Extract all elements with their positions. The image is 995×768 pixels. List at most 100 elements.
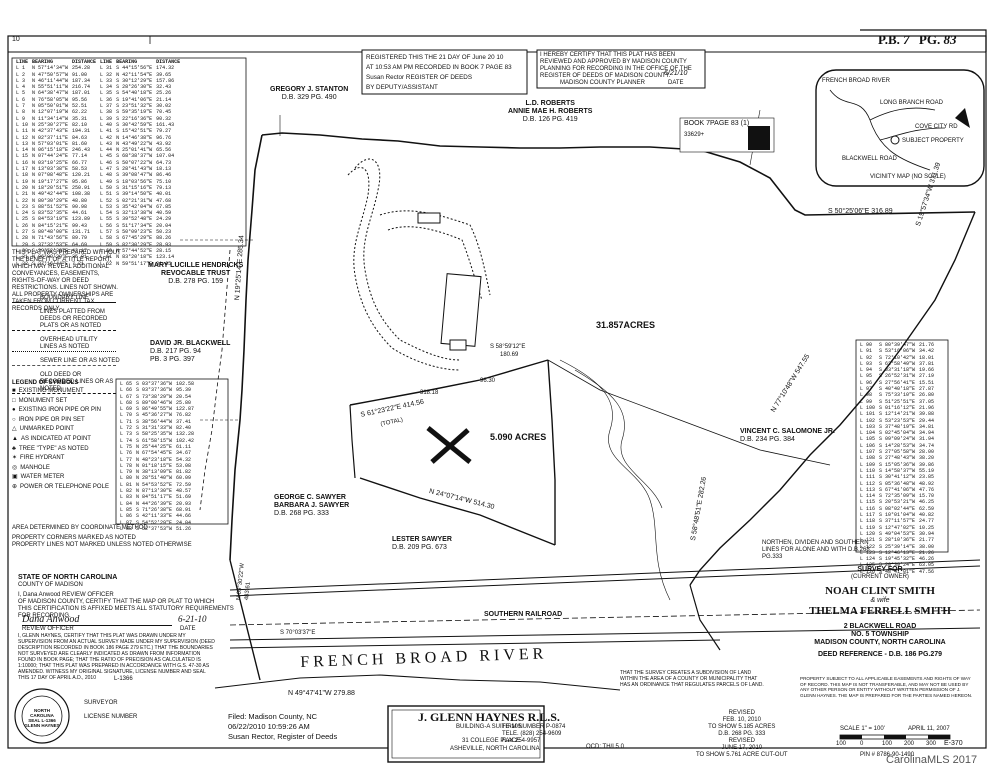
- line-table-left-cell: N 57°03'01"E: [32, 140, 69, 147]
- revision-1-label: REVISED: [728, 710, 755, 716]
- line-table-left-cell: 40.01: [156, 191, 172, 198]
- line-table-left-cell: L 22: [16, 197, 29, 204]
- line-table-left-cell: L 11: [16, 128, 29, 135]
- line-table-right-cell: L 96: [860, 379, 873, 386]
- line-table-left-cell: L 49: [100, 178, 113, 185]
- line-table-right-cell: 23.85: [919, 474, 935, 481]
- surveyor-label: SURVEYOR: [84, 700, 118, 706]
- line-table-right-cell: L 118: [860, 518, 876, 525]
- line-table-left-cell: N 83°20'18"E: [116, 254, 153, 261]
- symbol-legend-item: ▲AS INDICATED AT POINT: [12, 435, 109, 445]
- line-table-right-cell: 63.05: [919, 562, 935, 569]
- line-table-mid-cell: 54.32: [176, 456, 192, 463]
- symbol-label: EXISTING IRON PIPE OR PIN: [18, 407, 101, 414]
- line-table-mid-cell: 122.87: [176, 406, 195, 413]
- line-table-left-cell: L 3: [16, 77, 26, 84]
- line-table-left-cell: L 56: [100, 222, 113, 229]
- line-table-left-cell: 123.14: [156, 254, 175, 261]
- line-table-left-cell: L 33: [100, 77, 113, 84]
- line-table-right-cell: L 117: [860, 512, 876, 519]
- line-table-right-cell: 18.01: [919, 354, 935, 361]
- line-table-mid-cell: S 45°36'27"W: [136, 412, 173, 419]
- line-table-right-cell: 27.19: [919, 373, 935, 380]
- call-north-line: S 50°25'06"E 316.89: [828, 208, 893, 215]
- line-table-right-cell: L 116: [860, 505, 876, 512]
- line-table-left-cell: N 06°15'18"E: [32, 147, 69, 154]
- corners-note: PROPERTY CORNERS MARKED AS NOTED: [12, 535, 136, 541]
- line-table-mid-cell: L 80: [120, 475, 133, 482]
- line-table-mid-cell: 37.41: [176, 418, 192, 425]
- line-table-right-cell: S 72°35'09"W: [879, 493, 916, 500]
- line-table-right-cell: S 20°53'21"W: [879, 499, 916, 506]
- line-table-right-cell: 30.94: [919, 530, 935, 537]
- line-table-right-cell: S 10°01'04"W: [879, 512, 916, 519]
- line-table-mid-cell: N 44°26'39"E: [136, 500, 173, 507]
- line-table-left-cell: L 21: [16, 191, 29, 198]
- revision-2-label: REVISED: [728, 738, 755, 744]
- line-table-left-cell: N 18°20'51"E: [32, 184, 69, 191]
- register-line-3: Susan Rector REGISTER OF DEEDS: [366, 74, 473, 81]
- line-table-right-cell: S 37°11'57"E: [879, 518, 916, 525]
- line-table-mid-cell: 61.11: [176, 443, 192, 450]
- vicinity-label-subject: SUBJECT PROPERTY: [902, 138, 964, 144]
- license-number: L-1366: [114, 676, 133, 682]
- symbol-legend-title: LEGEND OF SYMBOLS: [12, 380, 79, 386]
- line-table-left-cell: N 12°07'19"W: [32, 109, 69, 116]
- line-table-right-cell: S 72°10'42"W: [879, 354, 916, 361]
- line-table-right-cell: L 110: [860, 467, 876, 474]
- line-table-left-cell: 75.10: [156, 178, 172, 185]
- firm-fax: FAX 254-9957: [502, 738, 541, 744]
- line-table-left-cell: L 46: [100, 159, 113, 166]
- cert-county: COUNTY OF MADISON: [18, 582, 83, 588]
- line-table-left-cell: N 57°14'34"W: [32, 65, 69, 72]
- line-table-left-header-cell: LINE: [100, 59, 113, 65]
- line-table-left-cell: 77.14: [72, 153, 88, 160]
- line-table-left-cell: N 46°11'44"W: [32, 77, 69, 84]
- symbol-legend-item: △UNMARKED POINT: [12, 425, 109, 435]
- line-table-right-cell: S 03°31'18"W: [879, 367, 916, 374]
- line-table-left-cell: 79.13: [156, 184, 172, 191]
- line-table-left-cell: S 35°42'04"W: [116, 203, 153, 210]
- property-note: PROPERTY SUBJECT TO ALL APPLICABLE EASEM…: [800, 676, 973, 698]
- line-table-left-cell: L 10: [16, 121, 29, 128]
- call-mid-sub2: 96.30: [480, 378, 496, 384]
- line-table-mid-cell: S 03°37'36"W: [136, 387, 173, 394]
- line-table-left-cell: N 13°03'38"E: [32, 166, 69, 173]
- line-table-left-cell: S 50°09'23"E: [116, 229, 153, 236]
- line-table-right-cell: 46.25: [919, 499, 935, 506]
- owner-roberts-name2: ANNIE MAE H. ROBERTS: [508, 108, 593, 115]
- line-table-mid-cell: L 88: [120, 525, 133, 532]
- line-table-mid-cell: S 71°26'38"E: [136, 506, 173, 513]
- survey-for-owner-1: NOAH CLINT SMITH: [825, 585, 935, 597]
- scale-tick-0: 100: [836, 741, 847, 747]
- symbol-label: AS INDICATED AT POINT: [20, 435, 91, 442]
- line-table-left-header-cell: BEARING: [32, 59, 54, 65]
- line-table-left-cell: L 48: [100, 172, 113, 179]
- line-table-left-cell: L 61: [100, 254, 113, 261]
- line-table-mid-cell: L 84: [120, 500, 133, 507]
- line-table-mid-cell: N 67°54'45"E: [136, 450, 173, 457]
- line-table-mid-cell: L 82: [120, 488, 133, 495]
- symbol-legend-item: ⊕POWER OR TELEPHONE POLE: [12, 483, 109, 493]
- line-table-left-cell: L 15: [16, 153, 29, 160]
- line-table-right-cell: 39.88: [919, 411, 935, 418]
- line-table-mid-cell: N 48°23'18"E: [136, 456, 173, 463]
- symbol-legend-item: ■EXISTING MONUMENT: [12, 387, 109, 397]
- line-table-mid-cell: S 58°25'35"W: [136, 431, 173, 438]
- line-table-mid-cell: N 01°18'15"E: [136, 462, 173, 469]
- line-table-left-cell: N 42°11'54"E: [116, 71, 153, 78]
- line-table-right-cell: L 124: [860, 556, 876, 563]
